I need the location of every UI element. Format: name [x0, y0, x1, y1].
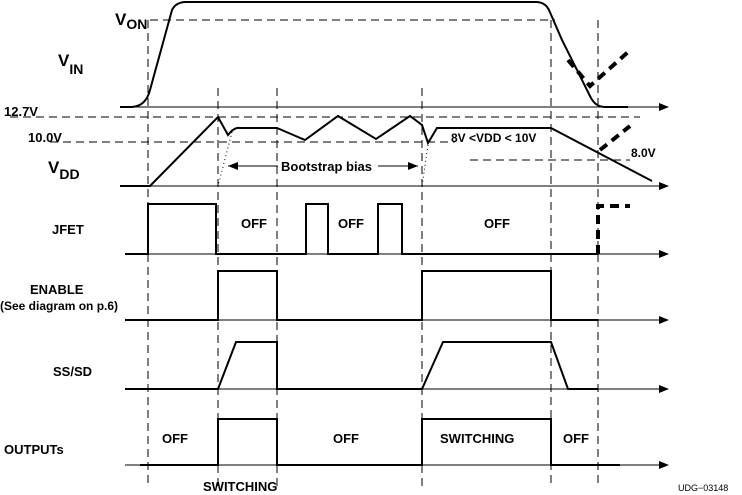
switching-bottom-label: SWITCHING [203, 479, 277, 494]
jfet-label: JFET [52, 222, 84, 237]
jfet-dashed-projection [596, 204, 630, 254]
bootstrap-arrow-left-head [228, 162, 238, 170]
bootstrap-guide-right [421, 144, 429, 187]
von-label: VON [115, 10, 147, 32]
outputs-switching-label: SWITCHING [440, 431, 514, 446]
vdd-label: VDD [48, 158, 80, 182]
jfet-off-label-3: OFF [484, 216, 510, 231]
vin-label: VIN [58, 51, 83, 77]
level-8v-label: 8.0V [631, 146, 656, 160]
enable-waveform [125, 270, 598, 321]
level-references [10, 19, 640, 161]
sssd-label: SS/SD [53, 364, 92, 379]
bootstrap-guide-left [217, 131, 233, 187]
baseline-axes [125, 103, 669, 469]
vdd-dashed-projection [598, 124, 632, 152]
outputs-off-label-2: OFF [333, 431, 359, 446]
enable-label: ENABLE [30, 282, 84, 297]
jfet-off-label-2: OFF [338, 216, 364, 231]
outputs-off-label-3: OFF [563, 431, 589, 446]
vin-dashed-projection [566, 50, 630, 89]
vin-waveform [120, 1, 628, 108]
outputs-off-label-1: OFF [162, 431, 188, 446]
level-10v-label: 10.0V [28, 130, 62, 145]
outputs-waveform [140, 418, 620, 466]
bootstrap-arrow-right-head [408, 162, 418, 170]
sssd-waveform [125, 341, 598, 390]
figure-code-label: UDG−03148 [678, 483, 728, 493]
vdd-range-label: 8V <VDD < 10V [451, 131, 536, 145]
jfet-off-label-1: OFF [241, 216, 267, 231]
outputs-label: OUTPUTs [4, 442, 64, 457]
jfet-waveform [125, 203, 598, 255]
bootstrap-bias-label: Bootstrap bias [281, 159, 372, 174]
enable-note-label: (See diagram on p.6) [0, 299, 118, 313]
level-12-7v-label: 12.7V [4, 104, 38, 119]
vdd-waveform [120, 114, 653, 187]
